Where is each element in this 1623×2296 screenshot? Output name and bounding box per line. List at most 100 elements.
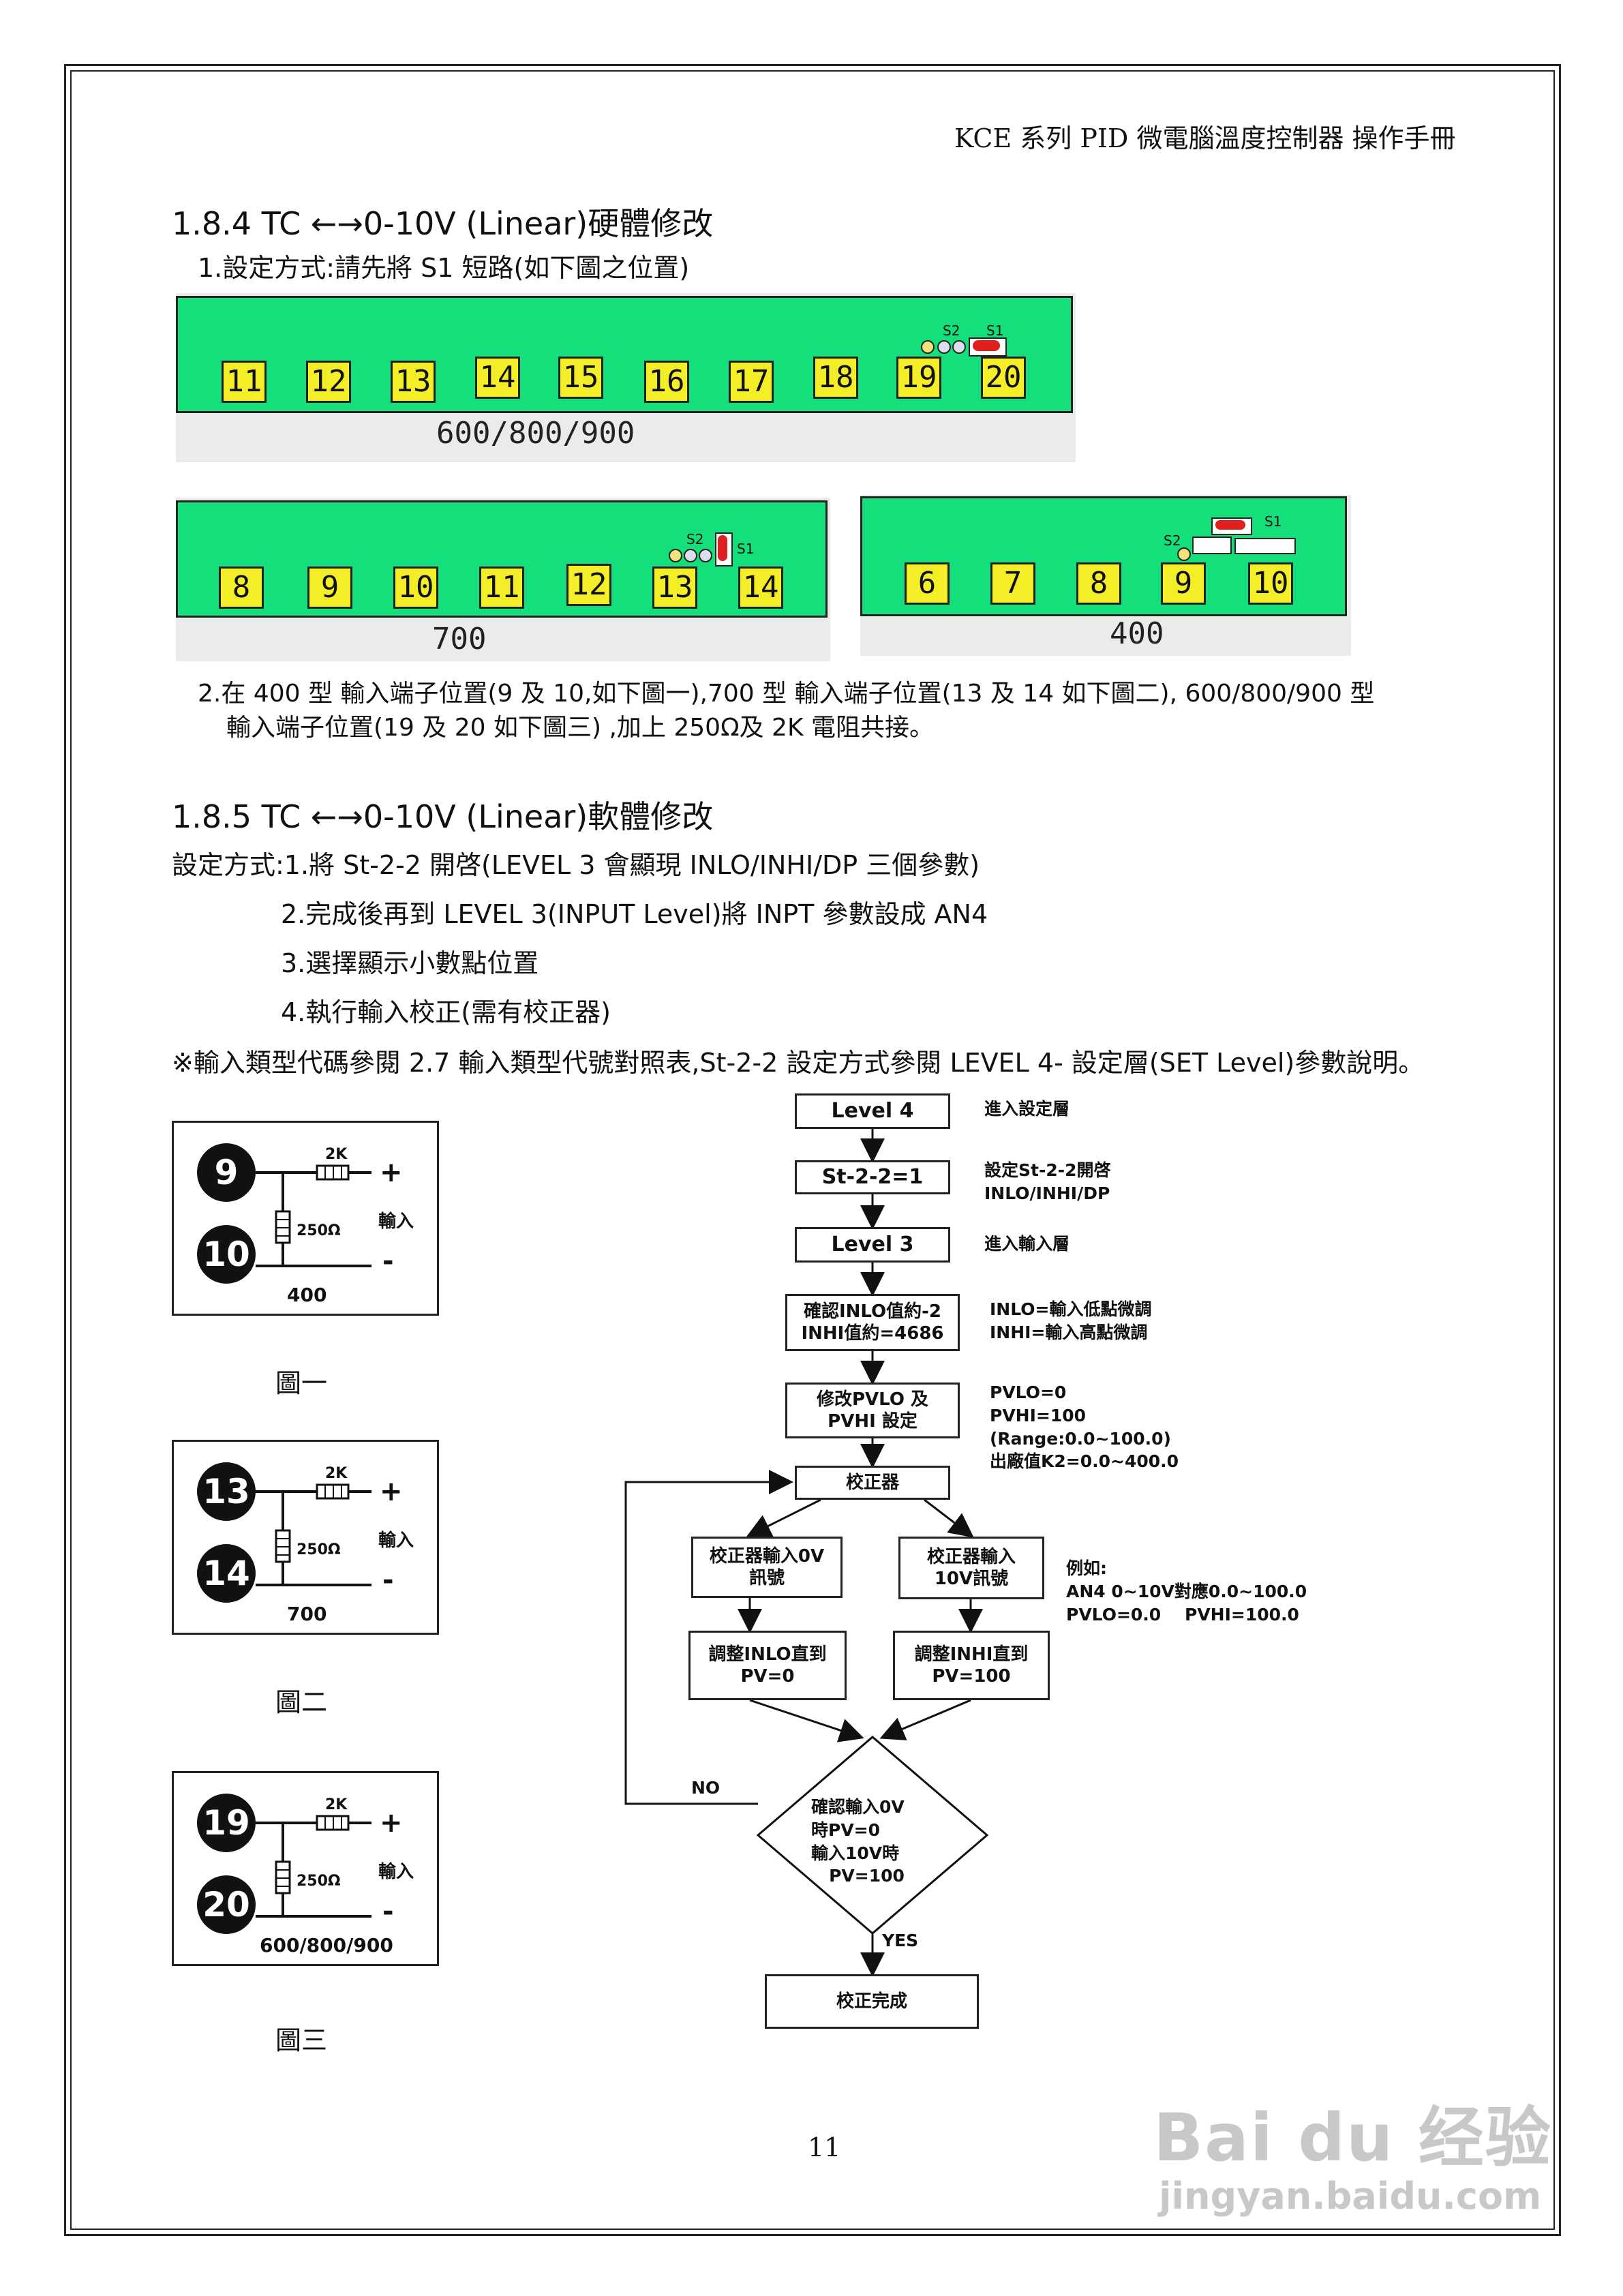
- baidu-watermark-logo: Bai du 经验: [1153, 2100, 1552, 2176]
- jumper-pin: [1177, 547, 1191, 561]
- flow-calibration-done: 校正完成: [765, 1974, 979, 2029]
- jumper-pin: [684, 549, 697, 562]
- flow-input-10v: 校正器輸入 10V訊號: [898, 1537, 1044, 1599]
- terminal: 17: [729, 361, 774, 403]
- input-label: 輸入: [378, 1862, 414, 1882]
- resistor-250-label: 250Ω: [297, 1222, 341, 1239]
- terminal: 9: [307, 567, 352, 609]
- terminal: 10: [1248, 562, 1293, 605]
- terminal: 15: [558, 357, 603, 399]
- input-label: 輸入: [378, 1530, 414, 1551]
- terminal: 11: [222, 361, 267, 403]
- plus-sign: +: [380, 1807, 403, 1839]
- terminal: 16: [644, 361, 689, 403]
- terminal: 7: [990, 562, 1035, 605]
- input-label: 輸入: [378, 1211, 414, 1232]
- resistor-2k-label: 2K: [325, 1796, 348, 1813]
- terminal-number: 14: [197, 1544, 256, 1603]
- software-step-3: 3.選擇顯示小數點位置: [281, 948, 539, 978]
- flow-decision-text: 確認輸入0V 時PV=0 輸入10V時 PV=100: [811, 1797, 905, 1886]
- software-step-4: 4.執行輸入校正(需有校正器): [281, 997, 611, 1027]
- s1-jumper-shorted: [718, 535, 727, 561]
- page-border: [64, 64, 1561, 2236]
- terminal: 8: [219, 567, 264, 609]
- jumper-pin: [952, 340, 966, 354]
- terminal-number: 19: [197, 1794, 256, 1852]
- wiring-figure-2: 13 14 2K 250Ω + - 輸入 700: [172, 1440, 439, 1635]
- flow-modify-pv: 修改PVLO 及 PVHI 設定: [785, 1383, 960, 1438]
- decision-diamond: [756, 1736, 989, 1935]
- figure-caption-3: 圖三: [275, 2025, 328, 2055]
- model-label: 400: [287, 1284, 327, 1306]
- resistor-network: [256, 1164, 371, 1267]
- terminal: 13: [652, 567, 697, 609]
- pcb-diagram-700: 8 9 10 11 12 13 14 S2 S1: [176, 500, 828, 618]
- resistor-250-label: 250Ω: [297, 1541, 341, 1558]
- s1-label: S1: [1264, 513, 1282, 530]
- s1-label: S1: [986, 322, 1004, 339]
- s1-jumper-shorted: [1215, 520, 1245, 530]
- flow-st-note: 設定St-2-2開啓 INLO/INHI/DP: [984, 1160, 1111, 1203]
- s2-label: S2: [1164, 532, 1181, 549]
- model-label: 600/800/900: [260, 1934, 393, 1957]
- hardware-step-2-line1: 2.在 400 型 輸入端子位置(9 及 10,如下圖一),700 型 輸入端子…: [198, 680, 1375, 708]
- flow-input-0v: 校正器輸入0V 訊號: [691, 1537, 843, 1598]
- terminal: 6: [905, 562, 950, 605]
- component-block: [1234, 538, 1296, 554]
- software-step-1: 設定方式:1.將 St-2-2 開啓(LEVEL 3 會顯現 INLO/INHI…: [172, 850, 980, 880]
- page-number: 11: [808, 2132, 841, 2162]
- wiring-figure-1: 9 10 2K 250Ω + - 輸入 400: [172, 1121, 439, 1316]
- hardware-step-2-line2: 輸入端子位置(19 及 20 如下圖三) ,加上 250Ω及 2K 電阻共接。: [226, 714, 934, 742]
- flow-confirm-note: INLO=輸入低點微調 INHI=輸入高點微調: [990, 1299, 1152, 1342]
- plus-sign: +: [380, 1476, 403, 1507]
- terminal: 12: [566, 564, 611, 606]
- terminal: 8: [1076, 562, 1121, 605]
- wiring-figure-3: 19 20 2K 250Ω + - 輸入 600/800/900: [172, 1771, 439, 1966]
- terminal: 10: [393, 567, 438, 609]
- minus-sign: -: [382, 1896, 394, 1927]
- resistor-250-label: 250Ω: [297, 1873, 341, 1890]
- document-header: KCE 系列 PID 微電腦溫度控制器 操作手冊: [954, 123, 1456, 153]
- terminal-number: 9: [197, 1143, 256, 1202]
- flow-level3: Level 3: [795, 1227, 950, 1263]
- pcb-caption-700: 700: [432, 622, 487, 656]
- terminal-number: 10: [197, 1225, 256, 1284]
- s2-jumper: [1192, 537, 1232, 554]
- terminal: 20: [981, 357, 1026, 399]
- plus-sign: +: [380, 1157, 403, 1188]
- resistor-2k-label: 2K: [325, 1465, 348, 1482]
- s1-label: S1: [737, 541, 755, 557]
- flow-st: St-2-2=1: [795, 1160, 950, 1194]
- section-heading-184: 1.8.4 TC ←→0-10V (Linear)硬體修改: [172, 205, 714, 242]
- resistor-network: [256, 1815, 371, 1918]
- pcb-caption-600: 600/800/900: [436, 416, 635, 451]
- reference-note: ※輸入類型代碼參閱 2.7 輸入類型代號對照表,St-2-2 設定方式參閱 LE…: [172, 1048, 1425, 1078]
- flow-adjust-inhi: 調整INHI直到 PV=100: [893, 1631, 1050, 1700]
- resistor-2k-label: 2K: [325, 1146, 348, 1163]
- minus-sign: -: [382, 1565, 394, 1596]
- section-heading-185: 1.8.5 TC ←→0-10V (Linear)軟體修改: [172, 798, 714, 835]
- terminal-number: 20: [197, 1875, 256, 1934]
- pcb-caption-400: 400: [1110, 616, 1164, 651]
- figure-caption-1: 圖一: [275, 1368, 328, 1398]
- flow-pv-note: PVLO=0 PVHI=100 (Range:0.0~100.0) 出廠值K2=…: [990, 1383, 1179, 1472]
- flow-confirm-inlo-inhi: 確認INLO值約-2 INHI值約=4686: [785, 1294, 960, 1351]
- flow-calibrator: 校正器: [795, 1466, 950, 1500]
- terminal: 9: [1161, 562, 1206, 605]
- terminal: 18: [813, 357, 858, 399]
- software-step-2: 2.完成後再到 LEVEL 3(INPUT Level)將 INPT 參數設成 …: [281, 899, 988, 929]
- hardware-step-1: 1.設定方式:請先將 S1 短路(如下圖之位置): [198, 253, 690, 283]
- flow-no-label: NO: [691, 1778, 721, 1798]
- terminal: 14: [475, 357, 520, 399]
- jumper-pin: [937, 340, 951, 354]
- flow-level3-note: 進入輸入層: [984, 1234, 1070, 1254]
- flow-level4-note: 進入設定層: [984, 1099, 1070, 1119]
- s1-jumper-shorted: [973, 340, 1000, 351]
- model-label: 700: [287, 1603, 327, 1625]
- terminal-number: 13: [197, 1462, 256, 1521]
- resistor-network: [256, 1483, 371, 1586]
- s2-label: S2: [943, 322, 960, 339]
- minus-sign: -: [382, 1245, 394, 1277]
- jumper-pin: [921, 340, 935, 354]
